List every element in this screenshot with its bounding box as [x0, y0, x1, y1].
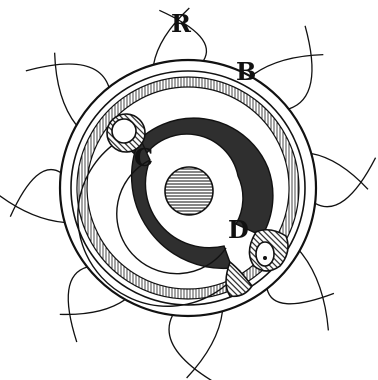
- vacuole-c: [112, 119, 136, 143]
- label-d: D: [228, 215, 249, 244]
- label-b: B: [236, 57, 256, 86]
- label-c: C: [134, 143, 153, 172]
- filament: [315, 158, 375, 207]
- filament: [289, 26, 312, 109]
- label-r: R: [171, 9, 192, 38]
- filament: [26, 64, 109, 87]
- filament: [187, 311, 223, 378]
- contractile-vacuole-d: [256, 242, 274, 266]
- vacuole-d-dot: [263, 256, 267, 260]
- filament: [300, 251, 329, 331]
- filament: [68, 267, 87, 342]
- filament: [169, 315, 220, 380]
- filament: [10, 170, 61, 217]
- filament: [0, 187, 65, 223]
- central-nucleus: [165, 167, 213, 215]
